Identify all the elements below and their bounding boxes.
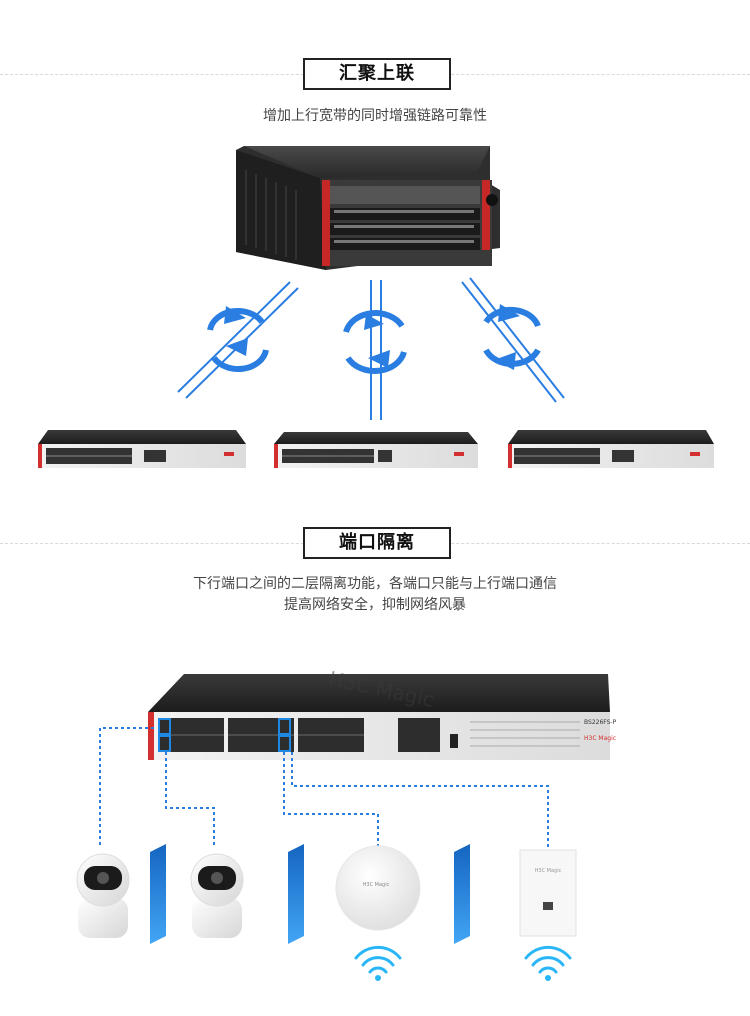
access-point-icon: H3C Magic bbox=[335, 845, 421, 931]
wifi-icon bbox=[524, 945, 572, 981]
section2-title: 端口隔离 bbox=[303, 527, 451, 559]
wifi-icon bbox=[354, 945, 402, 981]
network-switch-icon bbox=[274, 432, 478, 468]
switch-model-label: BS226FS-P bbox=[584, 719, 617, 726]
section1-subtitle: 增加上行宽带的同时增强链路可靠性 bbox=[263, 108, 487, 124]
section2-subtitle-line2: 提高网络安全，抑制网络风暴 bbox=[284, 597, 466, 613]
isolation-panel bbox=[150, 844, 166, 944]
isolation-panel bbox=[288, 844, 304, 944]
network-switch-icon bbox=[38, 430, 246, 468]
ap-brand-label: H3C Magic bbox=[363, 882, 390, 888]
section1-title: 汇聚上联 bbox=[303, 58, 451, 90]
isolation-panel bbox=[454, 844, 470, 944]
wall-panel-ap-icon: H3C Magic bbox=[519, 849, 577, 937]
section2-subtitle-line1: 下行端口之间的二层隔离功能，各端口只能与上行端口通信 bbox=[193, 576, 557, 592]
chassis-switch-icon bbox=[236, 146, 500, 270]
camera-icon bbox=[190, 853, 244, 938]
panel-brand-label: H3C Magic bbox=[535, 868, 562, 874]
camera-icon bbox=[76, 853, 130, 938]
downlink-dotted-lines bbox=[99, 727, 549, 848]
network-switch-icon bbox=[508, 430, 714, 468]
rotate-arrowheads bbox=[224, 304, 520, 370]
rotate-arrows-icon bbox=[207, 306, 541, 374]
network-switch-icon: H3C Magic BS226FS-P H3C Magic bbox=[148, 666, 617, 760]
switch-brand-label: H3C Magic bbox=[584, 735, 616, 742]
